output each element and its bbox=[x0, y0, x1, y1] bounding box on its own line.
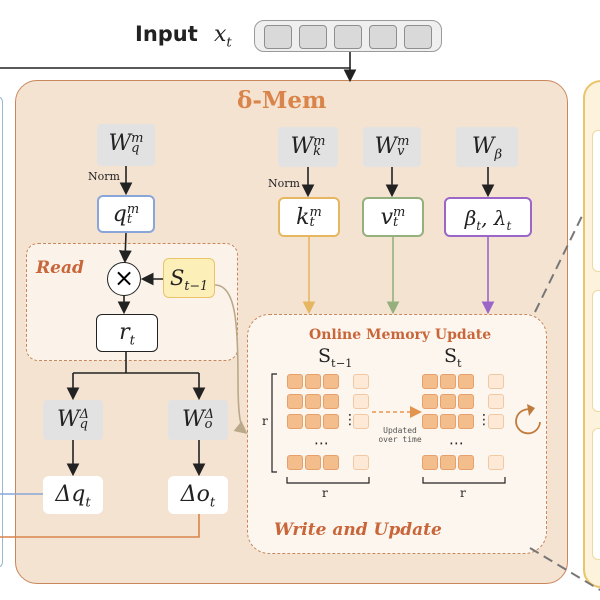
col-dim-label-curr: r bbox=[460, 486, 466, 500]
input-token-bar bbox=[254, 20, 442, 52]
memory-cell bbox=[440, 374, 456, 389]
memory-cell bbox=[287, 414, 303, 429]
left-adjacent-panel bbox=[0, 96, 3, 568]
memory-cell bbox=[353, 374, 369, 389]
memory-cell bbox=[323, 394, 339, 409]
input-line bbox=[0, 67, 357, 83]
memory-cell bbox=[323, 414, 339, 429]
update-title: Online Memory Update bbox=[309, 327, 492, 343]
memory-cell bbox=[458, 394, 474, 409]
token bbox=[264, 25, 292, 49]
memory-cell bbox=[305, 374, 321, 389]
memory-cell bbox=[323, 455, 339, 470]
delta-q-box: Δqt bbox=[43, 476, 103, 514]
memory-cell bbox=[440, 455, 456, 470]
memory-cell bbox=[422, 374, 438, 389]
memory-cell bbox=[287, 374, 303, 389]
memory-cell bbox=[287, 455, 303, 470]
multiply-node: × bbox=[107, 262, 141, 296]
token bbox=[299, 25, 327, 49]
hdots-curr: ⋯ bbox=[449, 434, 464, 452]
token bbox=[404, 25, 432, 49]
memory-cell bbox=[458, 414, 474, 429]
delta-o-box: Δot bbox=[168, 476, 228, 514]
memory-cell bbox=[422, 455, 438, 470]
token bbox=[369, 25, 397, 49]
right-inner-box bbox=[592, 290, 600, 412]
memory-cell bbox=[422, 394, 438, 409]
state-prev-label: St−1 bbox=[318, 345, 353, 370]
norm-label-k: Norm bbox=[268, 177, 300, 190]
write-update-region bbox=[247, 314, 547, 554]
memory-cell bbox=[305, 414, 321, 429]
read-output-box: rt bbox=[96, 314, 158, 352]
input-label: Input bbox=[135, 22, 198, 46]
memory-cell bbox=[353, 414, 369, 429]
memory-cell bbox=[440, 414, 456, 429]
vdots-curr: ⋮ bbox=[477, 412, 491, 428]
weight-wbeta-box: Wβ bbox=[456, 127, 518, 167]
norm-label-q: Norm bbox=[88, 170, 120, 183]
col-dim-label-prev: r bbox=[322, 486, 328, 500]
memory-cell bbox=[353, 394, 369, 409]
memory-cell bbox=[440, 394, 456, 409]
input-symbol: xt bbox=[214, 22, 232, 51]
right-inner-box bbox=[592, 428, 600, 560]
beta-lambda-box: βt, λt bbox=[444, 197, 532, 237]
memory-cell bbox=[422, 414, 438, 429]
token bbox=[334, 25, 362, 49]
memory-cell bbox=[305, 394, 321, 409]
write-update-title: Write and Update bbox=[274, 520, 442, 540]
row-dim-label: r bbox=[262, 414, 268, 428]
state-prev-box: St−1 bbox=[163, 258, 215, 298]
memory-cell bbox=[488, 414, 504, 429]
memory-cell bbox=[305, 455, 321, 470]
memory-cell bbox=[488, 455, 504, 470]
memory-cell bbox=[353, 455, 369, 470]
hdots-prev: ⋯ bbox=[314, 434, 329, 452]
state-curr-label: St bbox=[444, 345, 462, 370]
memory-cell bbox=[323, 374, 339, 389]
memory-cell bbox=[287, 394, 303, 409]
memory-cell bbox=[488, 394, 504, 409]
module-title: δ-Mem bbox=[237, 87, 327, 114]
read-title: Read bbox=[36, 258, 84, 278]
memory-cell bbox=[458, 455, 474, 470]
right-inner-box bbox=[592, 130, 600, 272]
memory-cell bbox=[488, 374, 504, 389]
memory-cell bbox=[458, 374, 474, 389]
